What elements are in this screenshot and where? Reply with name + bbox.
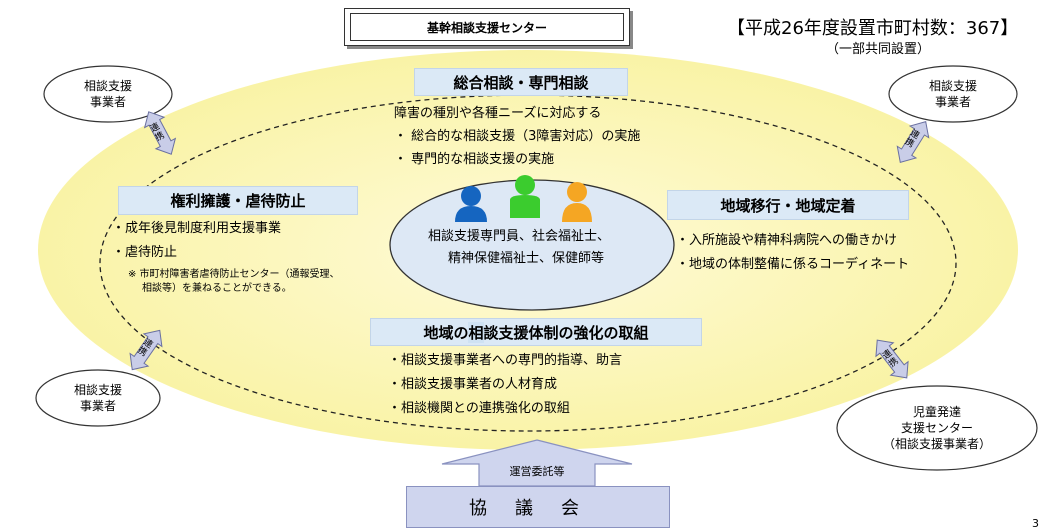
section-header-general: 総合相談・専門相談 <box>414 68 628 96</box>
rights-note-2: 相談等）を兼ねることができる。 <box>142 283 292 294</box>
link-arrow-bottom-right <box>875 339 909 379</box>
satellite-label-bottom-left: 相談支援事業者 <box>73 383 122 413</box>
system-line-3: ・相談機関との連携強化の取組 <box>388 401 570 416</box>
satellite-label-bottom-right: 児童発達支援センター（相談支援事業者） <box>882 405 991 451</box>
center-oval-line-1: 相談支援専門員、社会福祉士、 <box>428 229 611 244</box>
page-number: 3 <box>1032 517 1039 530</box>
satellite-oval-top-right <box>888 65 1018 123</box>
person-orange-icon <box>562 182 592 222</box>
satellite-label-top-right: 相談支援事業者 <box>928 79 977 109</box>
link-arrow-bottom-left <box>129 329 163 371</box>
rights-line-1: ・成年後見制度利用支援事業 <box>112 221 282 236</box>
section-header-rights: 権利擁護・虐待防止 <box>118 186 358 215</box>
rights-line-2: ・虐待防止 <box>112 245 178 260</box>
municipality-count-note: （一部共同設置） <box>826 42 931 57</box>
link-arrow-top-right <box>896 121 930 163</box>
person-green-icon <box>510 175 540 218</box>
title-frame: 基幹相談支援センター <box>344 8 630 46</box>
satellite-label-top-left: 相談支援事業者 <box>83 79 132 109</box>
general-line-3: ・ 専門的な相談支援の実施 <box>394 152 555 167</box>
section-header-transition: 地域移行・地域定着 <box>667 190 909 220</box>
general-line-2: ・ 総合的な相談支援（3障害対応）の実施 <box>394 129 641 144</box>
council-box: 協議会 <box>406 486 670 528</box>
transition-line-2: ・地域の体制整備に係るコーディネート <box>676 257 910 272</box>
general-line-1: 障害の種別や各種ニーズに対応する <box>394 106 602 121</box>
link-arrow-top-left <box>143 111 177 155</box>
municipality-count: 【平成26年度設置市町村数：367】 <box>727 18 1019 39</box>
system-line-1: ・相談支援事業者への専門的指導、助言 <box>388 353 623 368</box>
transition-line-1: ・入所施設や精神科病院への働きかけ <box>676 233 898 248</box>
satellite-oval-bottom-left <box>35 369 161 427</box>
center-oval-line-2: 精神保健福祉士、保健師等 <box>448 251 605 266</box>
section-header-system: 地域の相談支援体制の強化の取組 <box>370 318 702 346</box>
satellite-oval-top-left <box>43 65 173 123</box>
system-line-2: ・相談支援事業者の人材育成 <box>388 377 558 392</box>
person-blue-icon <box>455 186 487 222</box>
satellite-oval-bottom-right <box>836 385 1038 471</box>
commission-label: 運営委託等 <box>509 465 565 478</box>
page-title: 基幹相談支援センター <box>350 13 624 41</box>
rights-note-1: ※ 市町村障害者虐待防止センター（通報受理、 <box>128 269 340 280</box>
